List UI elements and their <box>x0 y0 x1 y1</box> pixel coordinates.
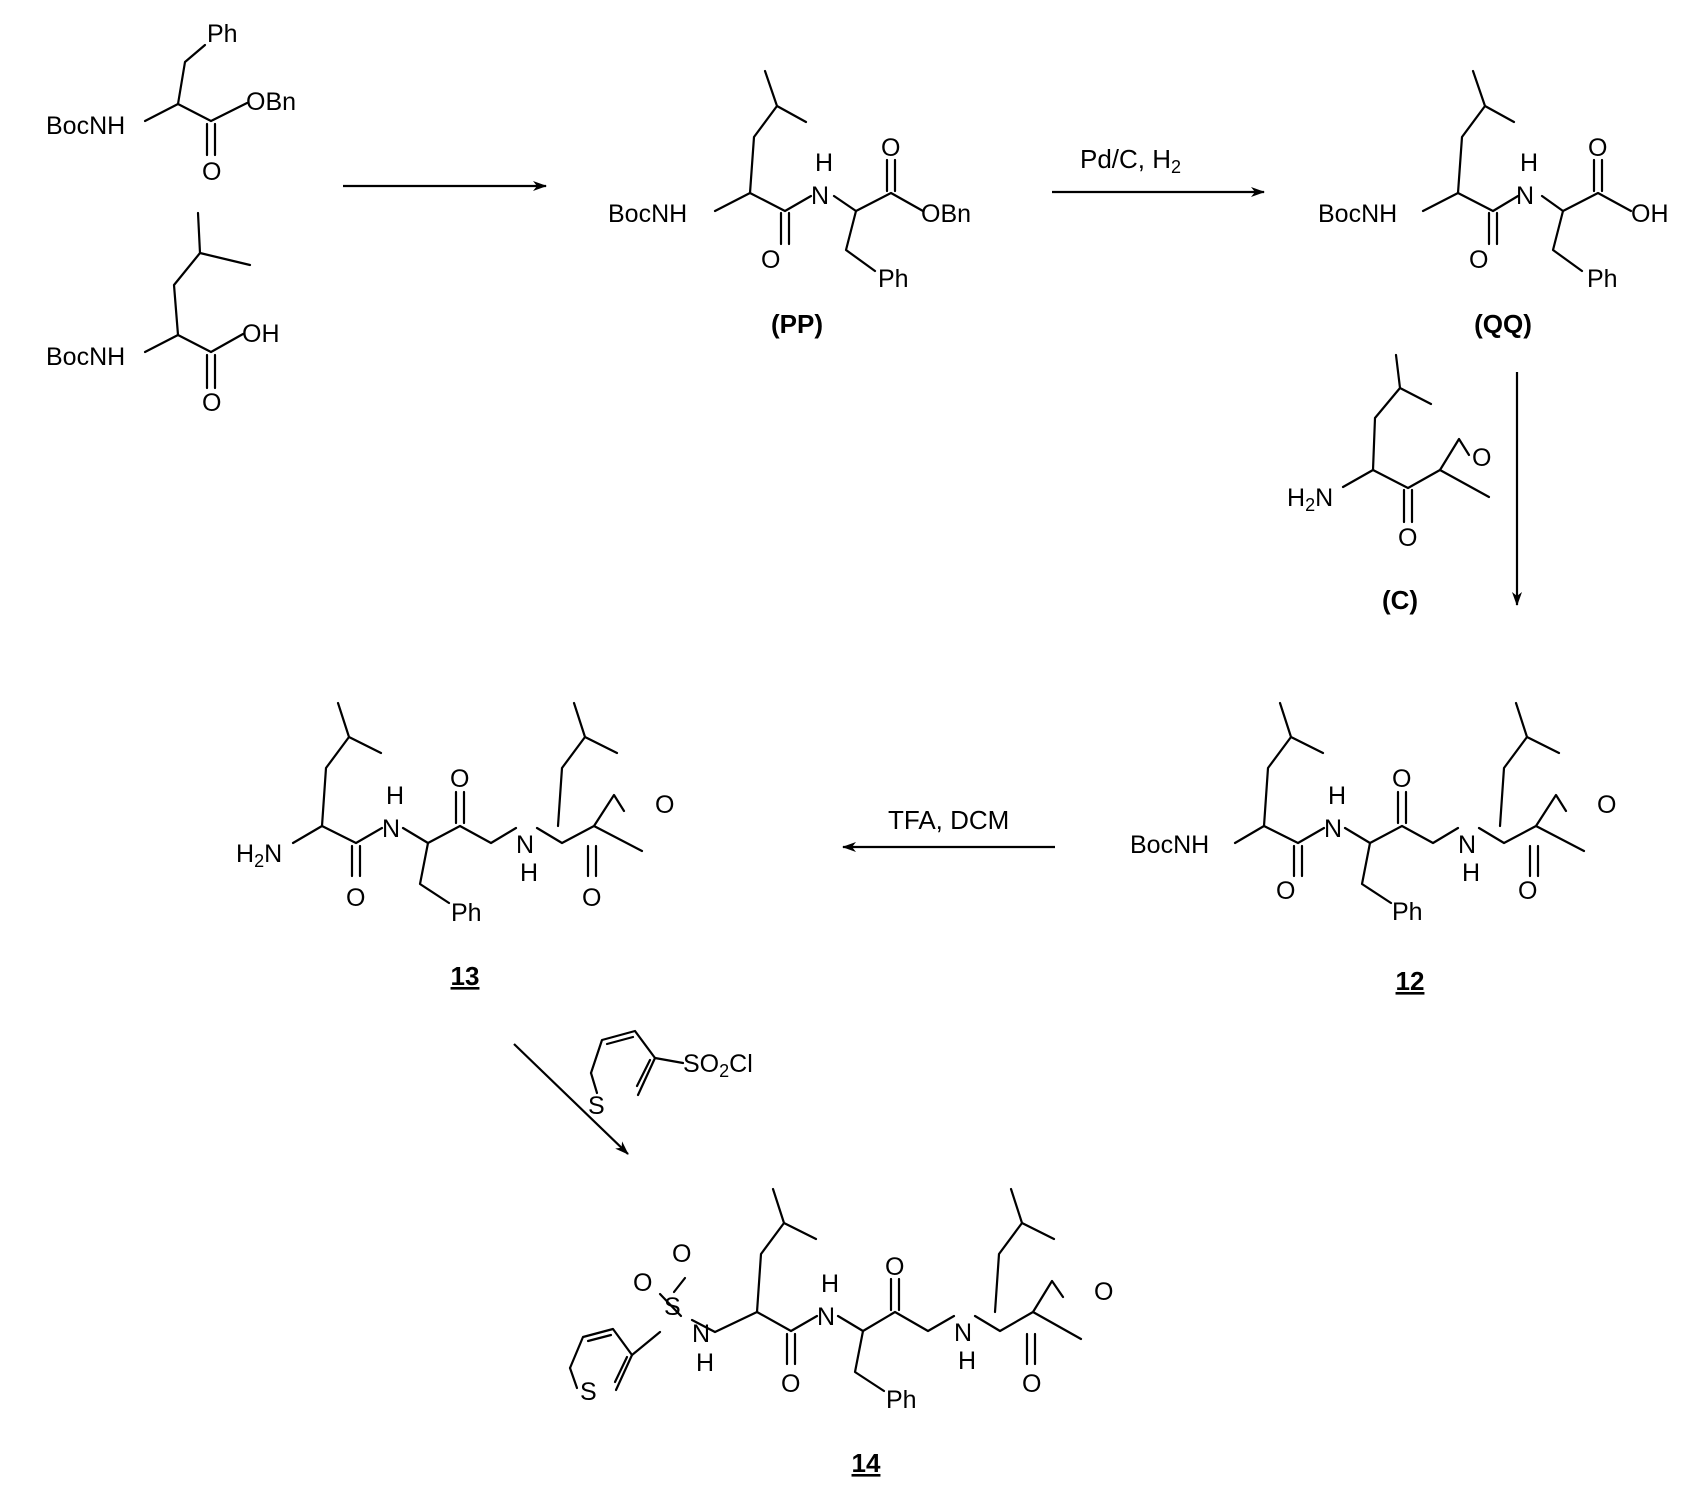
atom-o: O <box>1398 524 1417 552</box>
compound-12-molecule: BocNH N H N H O O O O Ph <box>1130 703 1616 926</box>
atom-ph: Ph <box>451 899 482 927</box>
atom-ph: Ph <box>1392 898 1423 926</box>
atom-oh: OH <box>1631 200 1669 228</box>
atom-n: N <box>516 831 534 859</box>
atom-o: O <box>1469 246 1488 274</box>
sulfonylation-arrow <box>514 1044 628 1154</box>
atom-h2n: H2N <box>236 840 282 871</box>
atom-oh: OH <box>242 320 280 348</box>
atom-h: H <box>1520 149 1538 177</box>
label-pp: (PP) <box>771 309 823 339</box>
thiophene-sulfonyl-chloride-reagent: S SO2Cl <box>588 1031 753 1120</box>
compound-c-molecule: H2N O O <box>1287 355 1491 552</box>
atom-s: S <box>588 1092 605 1120</box>
atom-s: S <box>664 1293 681 1321</box>
atom-o: O <box>881 134 900 162</box>
atom-bocnh: BocNH <box>1130 831 1209 859</box>
atom-o: O <box>655 791 674 819</box>
atom-bocnh: BocNH <box>1318 200 1397 228</box>
boc-leu-oh-molecule: BocNH OH O <box>46 213 280 417</box>
atom-h: H <box>958 1347 976 1375</box>
label-qq: (QQ) <box>1474 309 1532 339</box>
compound-pp-molecule: BocNH N H O O OBn Ph <box>608 71 971 293</box>
atom-n: N <box>811 182 829 210</box>
compound-14-molecule: S O O S N H N H N H O O O O Ph <box>570 1189 1113 1414</box>
atom-so2cl: SO2Cl <box>683 1050 753 1081</box>
atom-n: N <box>1458 831 1476 859</box>
atom-o: O <box>1022 1370 1041 1398</box>
atom-o: O <box>202 158 221 186</box>
boc-phe-obn-molecule: BocNH Ph OBn O <box>46 20 296 186</box>
atom-bocnh: BocNH <box>608 200 687 228</box>
atom-h: H <box>1328 782 1346 810</box>
atom-ph: Ph <box>207 20 238 48</box>
atom-h2n-text: H2N <box>236 840 282 871</box>
atom-s: S <box>580 1378 597 1406</box>
label-12: 12 <box>1396 966 1425 996</box>
atom-o: O <box>885 1253 904 1281</box>
atom-o: O <box>781 1370 800 1398</box>
atom-o: O <box>672 1240 691 1268</box>
atom-h2n: H2N <box>1287 484 1333 515</box>
atom-bocnh: BocNH <box>46 343 125 371</box>
atom-obn: OBn <box>921 200 971 228</box>
atom-o: O <box>202 389 221 417</box>
atom-h: H <box>696 1349 714 1377</box>
atom-o: O <box>582 884 601 912</box>
atom-o: O <box>1518 877 1537 905</box>
compound-13-molecule: H2N N H N H O O O O Ph <box>236 703 674 927</box>
atom-o: O <box>1597 791 1616 819</box>
atom-obn: OBn <box>246 88 296 116</box>
label-14: 14 <box>852 1448 881 1478</box>
compound-qq-molecule: BocNH N H O O OH Ph <box>1318 71 1669 293</box>
atom-n: N <box>692 1320 710 1348</box>
atom-o: O <box>1472 444 1491 472</box>
atom-h: H <box>821 1270 839 1298</box>
atom-ph: Ph <box>878 265 909 293</box>
atom-h: H <box>1462 859 1480 887</box>
label-13: 13 <box>451 961 480 991</box>
atom-n: N <box>954 1319 972 1347</box>
atom-o: O <box>1392 765 1411 793</box>
atom-bocnh: BocNH <box>46 112 125 140</box>
atom-h: H <box>520 859 538 887</box>
atom-o: O <box>1276 877 1295 905</box>
atom-o: O <box>761 246 780 274</box>
atom-o: O <box>450 765 469 793</box>
atom-o: O <box>346 884 365 912</box>
atom-o: O <box>1094 1278 1113 1306</box>
condition-hydrogenation: Pd/C, H2 <box>1080 144 1181 177</box>
atom-ph: Ph <box>886 1386 917 1414</box>
atom-h: H <box>386 782 404 810</box>
atom-n: N <box>1324 815 1342 843</box>
atom-n: N <box>382 815 400 843</box>
atom-o: O <box>633 1269 652 1297</box>
atom-o: O <box>1588 134 1607 162</box>
atom-h2n-text: H2N <box>1287 484 1333 515</box>
label-c: (C) <box>1382 585 1418 615</box>
condition-deprotection: TFA, DCM <box>888 805 1009 835</box>
atom-n: N <box>1516 182 1534 210</box>
atom-ph: Ph <box>1587 265 1618 293</box>
atom-h: H <box>815 149 833 177</box>
atom-n: N <box>817 1303 835 1331</box>
